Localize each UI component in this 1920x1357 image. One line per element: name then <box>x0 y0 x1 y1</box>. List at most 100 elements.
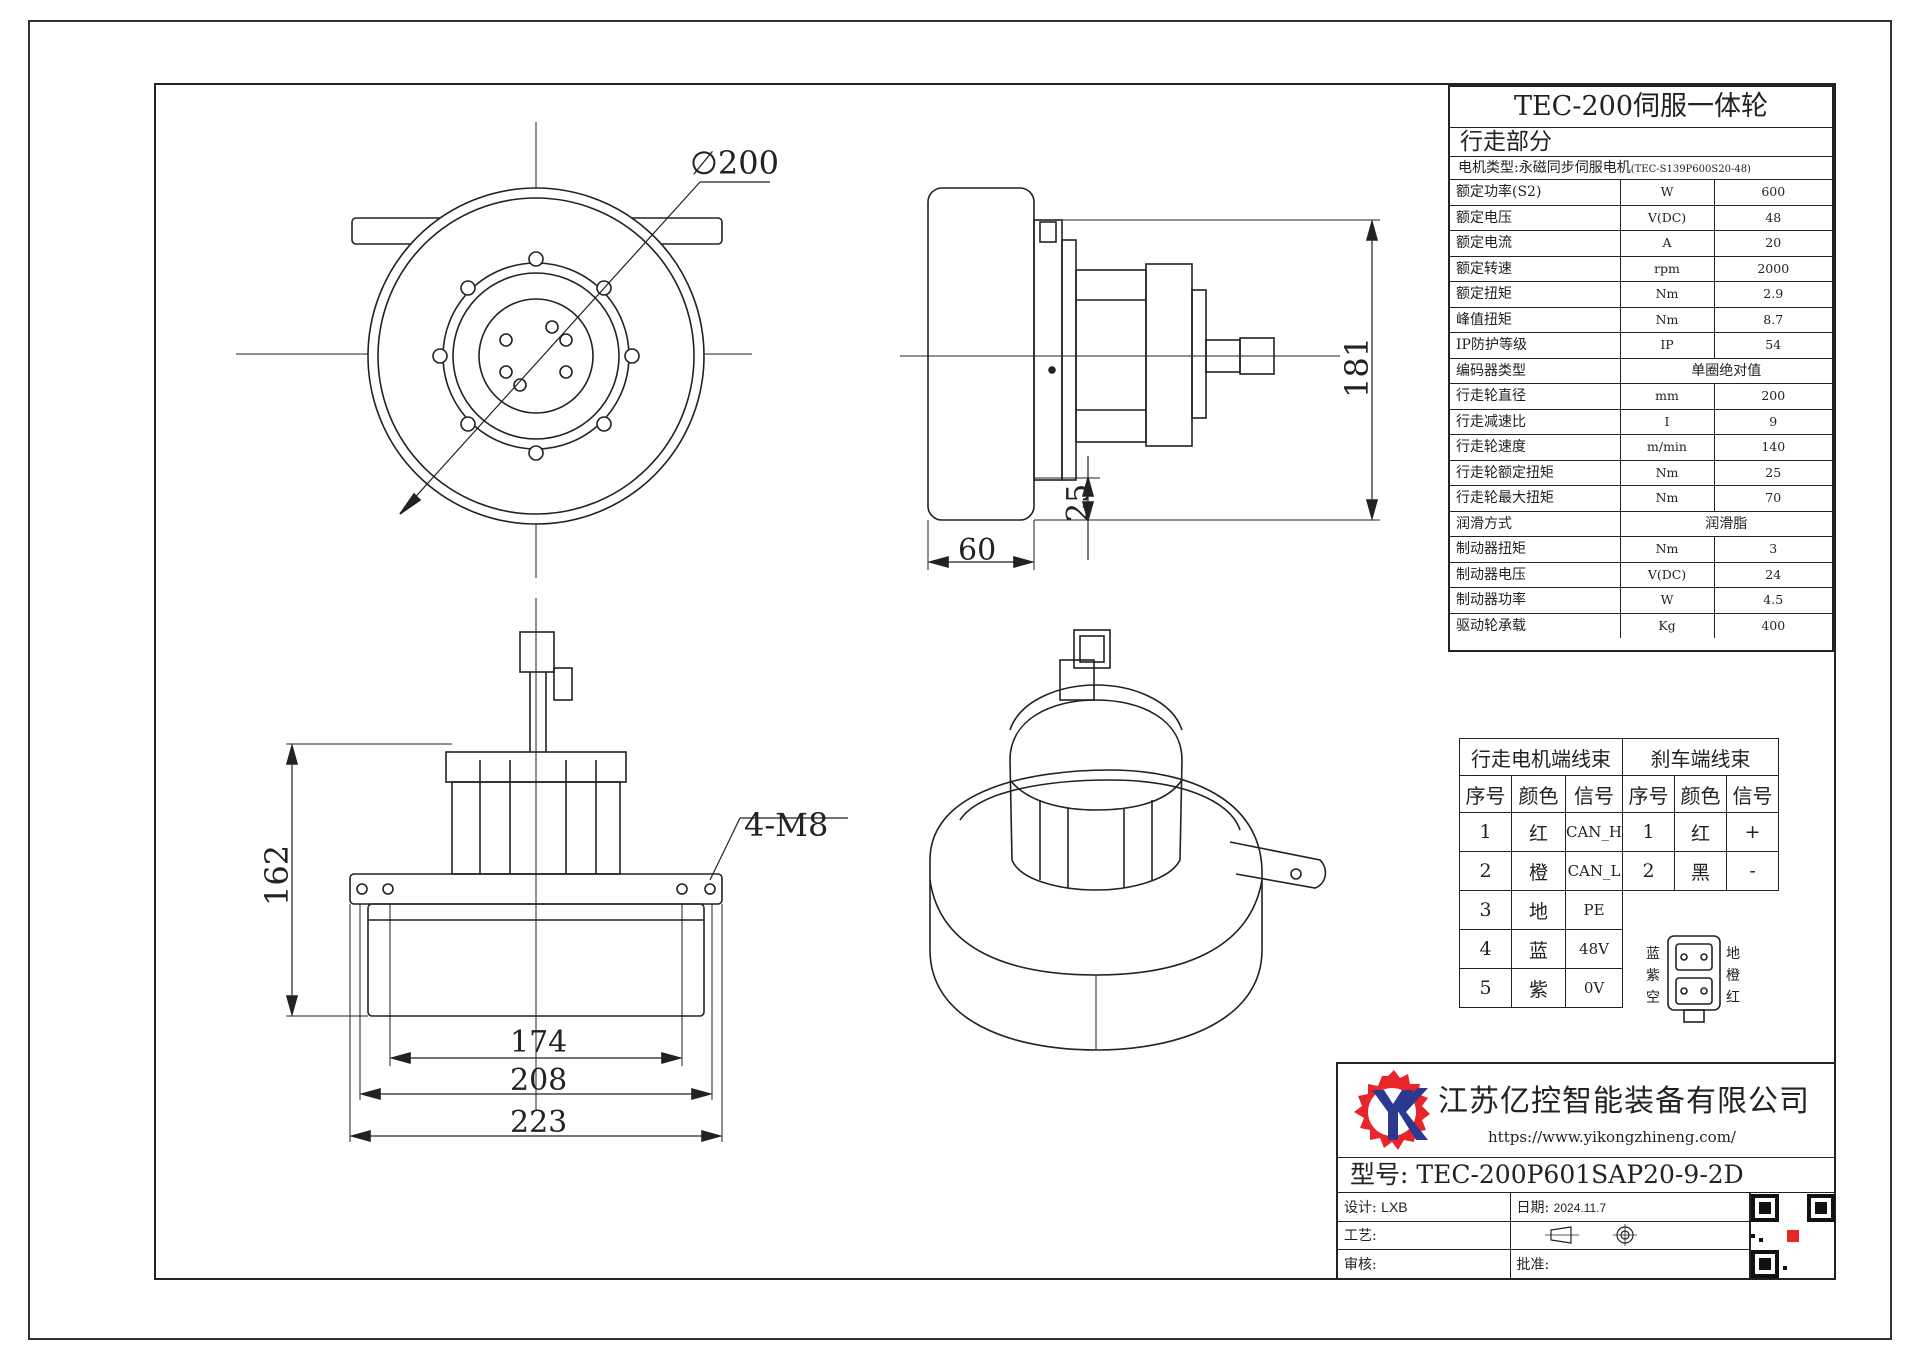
spec-name: 行走轮速度 <box>1450 434 1621 461</box>
motor-signal: 0V <box>1564 968 1624 1008</box>
width-208-label: 208 <box>510 1063 567 1098</box>
connector-label-left2: 紫 <box>1646 968 1660 984</box>
empty-cell <box>1623 969 1779 1008</box>
front-view-circle <box>236 122 770 578</box>
spec-title: TEC-200伺服一体轮 <box>1450 87 1832 128</box>
spec-name: 额定电压 <box>1450 204 1621 231</box>
motor-color: 地 <box>1511 890 1566 930</box>
spec-value: 3 <box>1713 536 1832 563</box>
spec-value: 2.9 <box>1713 281 1832 308</box>
motor-color: 红 <box>1511 812 1566 852</box>
approval-grid: 设计: LXB 日期: 2024.11.7 工艺: 审核: 批准: <box>1338 1193 1750 1278</box>
spec-unit: IP <box>1619 332 1715 359</box>
design-cell: 设计: LXB <box>1338 1193 1511 1222</box>
spec-name: 制动器扭矩 <box>1450 536 1621 563</box>
spec-unit: m/min <box>1619 434 1715 461</box>
brake-signal: + <box>1726 812 1780 852</box>
company-url[interactable]: https://www.yikongzhineng.com/ <box>1488 1128 1736 1146</box>
review-label: 审核: <box>1344 1257 1377 1274</box>
col-color-brake: 颜色 <box>1674 775 1728 813</box>
spec-name: 行走轮额定扭矩 <box>1450 459 1621 486</box>
spec-unit: A <box>1619 230 1715 257</box>
spec-unit: Nm <box>1619 485 1715 512</box>
projection-symbol-cell <box>1509 1220 1750 1251</box>
isometric-view <box>929 629 1327 1051</box>
spec-unit: W <box>1619 587 1715 614</box>
process-cell: 工艺: <box>1338 1220 1511 1251</box>
date-value: 2024.11.7 <box>1553 1200 1607 1215</box>
spec-name: 额定扭矩 <box>1450 281 1621 308</box>
diameter-label: ∅200 <box>690 144 779 182</box>
width-174-label: 174 <box>510 1025 567 1060</box>
spec-row: 编码器类型单圈绝对值 <box>1450 357 1832 384</box>
spec-unit: W <box>1619 180 1715 206</box>
spec-name: 行走减速比 <box>1450 408 1621 435</box>
spec-value: 25 <box>1713 459 1832 486</box>
motor-no: 2 <box>1459 851 1512 891</box>
motor-color: 蓝 <box>1511 929 1566 969</box>
motor-harness-title: 行走电机端线束 <box>1458 738 1624 776</box>
spec-unit: Nm <box>1619 536 1715 563</box>
spec-unit: I <box>1619 408 1715 435</box>
spec-value: 70 <box>1713 485 1832 512</box>
connector-label-right3: 红 <box>1726 990 1740 1006</box>
motor-signal: PE <box>1564 890 1624 930</box>
motor-type-label: 电机类型:永磁同步伺服电机 <box>1458 160 1631 176</box>
connector-label-left1: 蓝 <box>1646 946 1660 962</box>
spec-section: 行走部分 <box>1450 128 1832 157</box>
connector-diagram <box>1667 935 1721 1023</box>
motor-no: 4 <box>1459 929 1512 969</box>
front-elevation <box>285 598 848 1143</box>
approve-cell: 批准: <box>1509 1249 1750 1278</box>
spec-table: TEC-200伺服一体轮 行走部分 电机类型:永磁同步伺服电机(TEC-S139… <box>1448 85 1834 652</box>
connector-label-left3: 空 <box>1646 990 1660 1006</box>
side-offset-label: 25 <box>1061 484 1096 522</box>
date-cell: 日期: 2024.11.7 <box>1509 1193 1750 1222</box>
empty-cell <box>1623 891 1779 930</box>
motor-type-code: (TEC-S139P600S20-48) <box>1630 164 1751 175</box>
approve-label: 批准: <box>1516 1257 1550 1274</box>
empty-cell <box>1623 930 1779 969</box>
spec-unit: Nm <box>1619 459 1715 486</box>
motor-type: 电机类型:永磁同步伺服电机(TEC-S139P600S20-48) <box>1450 157 1832 180</box>
spec-value: 200 <box>1713 383 1832 410</box>
spec-value: 8.7 <box>1713 306 1832 333</box>
col-signal: 信号 <box>1564 775 1624 813</box>
spec-value: 4.5 <box>1713 587 1832 614</box>
spec-span-value: 单圈绝对值 <box>1619 357 1832 384</box>
qr-code-icon <box>1750 1193 1835 1278</box>
motor-no: 3 <box>1459 890 1512 930</box>
spec-name: 润滑方式 <box>1450 510 1621 537</box>
design-value: LXB <box>1381 1198 1408 1215</box>
outer-frame <box>28 20 1892 1340</box>
spec-unit: Nm <box>1619 281 1715 308</box>
spec-value: 400 <box>1713 612 1832 638</box>
brake-harness-title: 刹车端线束 <box>1622 738 1780 776</box>
drawing-frame <box>154 83 1836 1280</box>
motor-no: 1 <box>1459 812 1512 852</box>
spec-name: 行走轮直径 <box>1450 383 1621 410</box>
spec-name: 额定电流 <box>1450 230 1621 257</box>
company-name: 江苏亿控智能装备有限公司 <box>1438 1084 1810 1119</box>
model-label: 型号: <box>1350 1160 1409 1189</box>
spec-row: 润滑方式润滑脂 <box>1450 510 1832 537</box>
model-row: 型号: TEC-200P601SAP20-9-2D <box>1338 1157 1834 1193</box>
spec-name: 制动器功率 <box>1450 587 1621 614</box>
